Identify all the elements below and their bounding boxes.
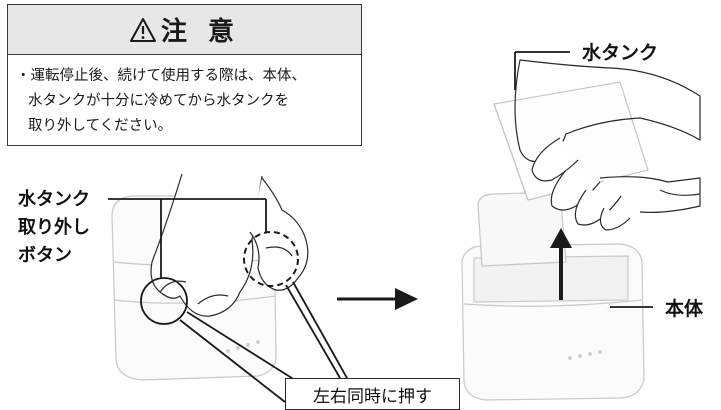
left-button-circle [140,277,188,325]
caution-line: 取り外してください。 [28,118,173,134]
left-hands [150,173,309,317]
caution-line: ・運転停止後、続けて使用する際は、本体、 [16,68,306,84]
water-tank-label: 水タンク [582,42,659,64]
release-button-label-line: ボタン [18,245,72,266]
right-label-lines [514,51,653,308]
caution-title: 注 意 [160,17,241,47]
right-hands [514,59,701,231]
warning-icon [129,17,156,42]
press-label-lines [179,281,348,403]
release-button-label: 水タンク 取り外し ボタン [18,186,90,270]
button-label-lines [108,198,267,278]
main-body-label: 本体 [665,298,704,320]
right-arrow [337,288,418,310]
caution-text: ・運転停止後、続けて使用する際は、本体、 水タンクが十分に冷めてから水タンクを … [8,55,361,139]
press-instruction-label: 左右同時に押す [285,378,460,410]
right-button-circle [243,231,299,287]
caution-box: 注 意 ・運転停止後、続けて使用する際は、本体、 水タンクが十分に冷めてから水タ… [7,4,362,146]
release-button-label-line: 取り外し [18,217,90,238]
up-arrow [550,228,572,300]
caution-header: 注 意 [8,5,361,55]
release-button-label-line: 水タンク [18,189,90,210]
right-base [461,243,645,401]
caution-line: 水タンクが十分に冷めてから水タンクを [28,93,289,109]
